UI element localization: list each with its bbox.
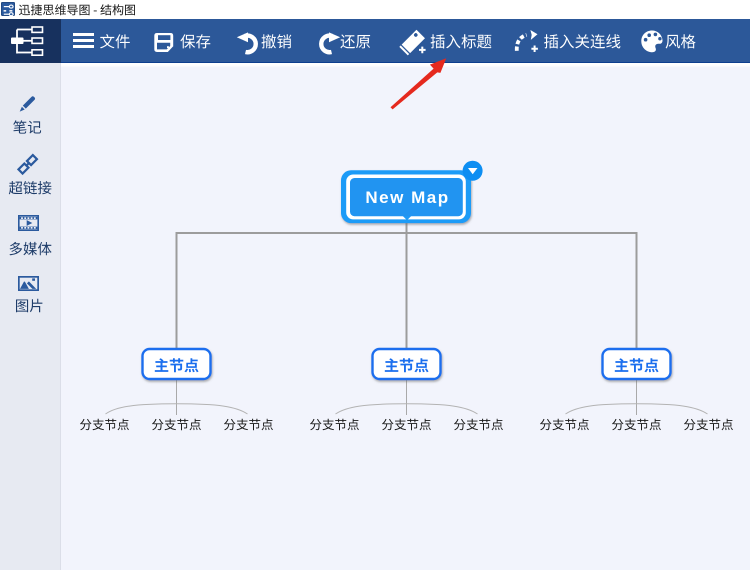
- svg-text:New Map: New Map: [365, 188, 449, 207]
